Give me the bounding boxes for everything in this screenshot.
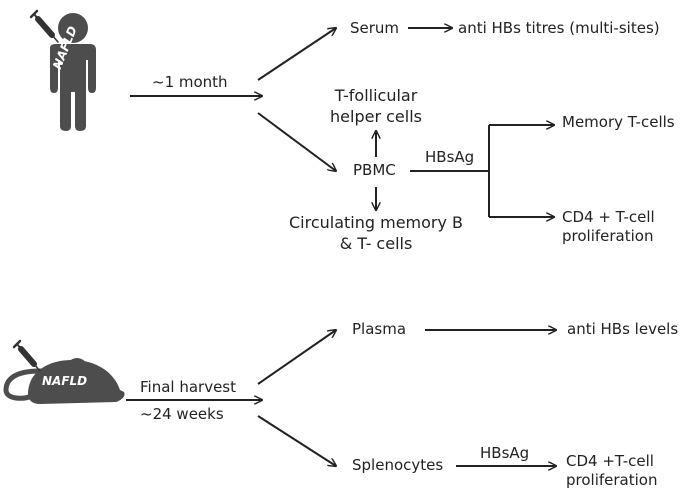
human-cd4-line-1: CD4 + T-cell xyxy=(562,208,655,226)
plasma-result-label: anti HBs levels xyxy=(567,320,679,338)
serum-result-label: anti HBs titres (multi-sites) xyxy=(458,19,660,37)
mouse-syringe-icon xyxy=(12,339,41,372)
arrow-to-serum xyxy=(257,28,336,81)
mouse-cd4-line-2: proliferation xyxy=(566,471,658,489)
arrow-to-plasma xyxy=(257,330,336,385)
human-cd4-line-2: proliferation xyxy=(562,227,654,245)
mouse-cd4-label: CD4 +T-cell proliferation xyxy=(566,452,657,490)
serum-label: Serum xyxy=(350,19,400,37)
human-cd4-label: CD4 + T-cell proliferation xyxy=(562,208,655,246)
mouse-cd4-line-1: CD4 +T-cell xyxy=(566,452,654,470)
arrow-to-splenocytes xyxy=(257,415,336,466)
tfh-line-1: T-follicular xyxy=(334,86,418,105)
tfh-line-2: helper cells xyxy=(330,107,422,126)
mouse-timepoint-bottom-label: ~24 weeks xyxy=(140,405,224,423)
human-figure-icon xyxy=(50,13,96,131)
mouse-antigen-label: HBsAg xyxy=(480,444,530,462)
memory-b-line-1: Circulating memory B xyxy=(288,213,464,232)
splenocytes-label: Splenocytes xyxy=(352,456,444,474)
human-timepoint-label: ~1 month xyxy=(152,73,228,91)
plasma-label: Plasma xyxy=(352,320,407,338)
mouse-timepoint-top-label: Final harvest xyxy=(140,378,237,396)
human-arrows xyxy=(130,28,554,217)
pbmc-label: PBMC xyxy=(353,161,396,179)
syringe-icon xyxy=(29,9,59,43)
memory-b-line-2: & T- cells xyxy=(339,234,413,253)
memory-t-label: Memory T-cells xyxy=(562,113,675,131)
arrow-to-pbmc xyxy=(257,112,336,171)
human-antigen-label: HBsAg xyxy=(425,148,475,166)
tfh-label: T-follicular helper cells xyxy=(320,85,432,127)
mouse-nafld-badge: NAFLD xyxy=(42,374,88,388)
memory-b-label: Circulating memory B & T- cells xyxy=(278,212,474,254)
mouse-arrows xyxy=(126,330,556,466)
mouse-figure-icon xyxy=(3,358,125,404)
